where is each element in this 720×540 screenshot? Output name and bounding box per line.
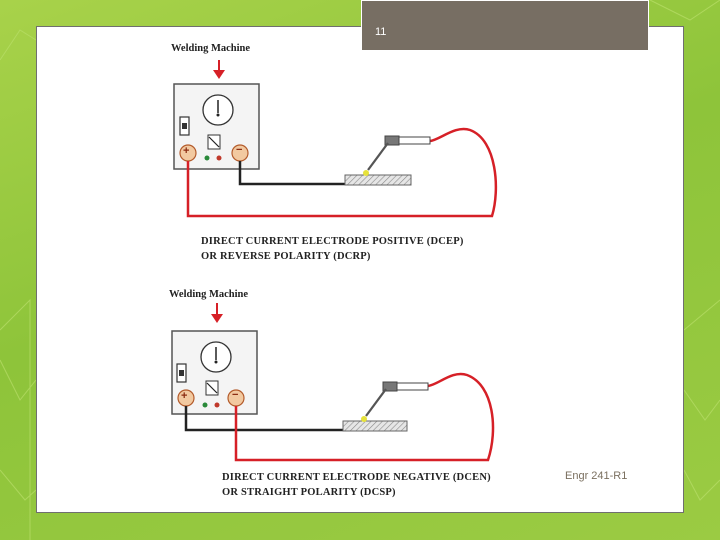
- slide-panel: [36, 26, 684, 513]
- indicator-light-red: [216, 155, 222, 161]
- positive-symbol: +: [183, 145, 190, 157]
- caption-line: OR REVERSE POLARITY (DCRP): [201, 251, 371, 262]
- footer-text: Engr 241-R1: [565, 470, 628, 482]
- dcep-caption: DIRECT CURRENT ELECTRODE POSITIVE (DCEP)…: [201, 234, 464, 264]
- dcen-diagram: [171, 303, 495, 462]
- page-number-tab: [361, 0, 649, 51]
- negative-symbol: −: [236, 144, 243, 156]
- caption-line: DIRECT CURRENT ELECTRODE POSITIVE (DCEP): [201, 236, 464, 247]
- positive-symbol: +: [181, 390, 188, 402]
- workpiece: [344, 174, 412, 186]
- dcen-caption: DIRECT CURRENT ELECTRODE NEGATIVE (DCEN)…: [222, 470, 491, 500]
- electrode-cable: [234, 372, 495, 462]
- indicator-light-red: [214, 402, 220, 408]
- negative-symbol: −: [232, 389, 239, 401]
- machine-title: Welding Machine: [171, 43, 251, 54]
- work-cable: [184, 406, 343, 432]
- input-arrow-icon: [211, 303, 223, 323]
- machine-title: Welding Machine: [169, 289, 249, 300]
- indicator-light-green: [202, 402, 208, 408]
- caption-line: OR STRAIGHT POLARITY (DCSP): [222, 487, 396, 498]
- input-arrow-icon: [213, 60, 225, 79]
- electrode-holder-icon: [363, 135, 431, 176]
- electrode-cable: [186, 127, 498, 218]
- indicator-light-green: [204, 155, 210, 161]
- electrode-holder-icon: [361, 381, 429, 422]
- caption-line: DIRECT CURRENT ELECTRODE NEGATIVE (DCEN): [222, 472, 491, 483]
- dcep-diagram: [173, 60, 498, 218]
- work-cable: [238, 161, 345, 186]
- page-number: 11: [375, 26, 387, 38]
- workpiece: [342, 420, 408, 432]
